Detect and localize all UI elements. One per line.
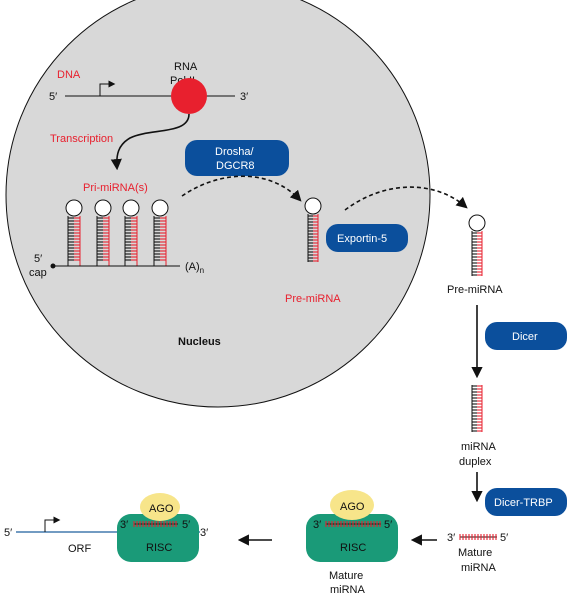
drosha-label-1: Drosha/ — [215, 146, 254, 158]
mrna-5prime: 5′ — [4, 527, 12, 539]
target-guide-3prime: 3′ — [120, 519, 128, 531]
promoter-arrow-icon — [99, 80, 116, 96]
dicer-label: Dicer — [512, 331, 538, 343]
target-ago-label: AGO — [149, 503, 174, 515]
mature-mirna-strand — [459, 534, 497, 540]
cytoplasmic-pre-mirna-hairpin — [468, 214, 486, 276]
mature-5prime: 5′ — [500, 532, 508, 544]
risc-guide-strand — [325, 521, 381, 527]
duplex-label-2: duplex — [459, 456, 492, 468]
risc-ago-label: AGO — [340, 501, 365, 513]
exportin-label: Exportin-5 — [337, 233, 387, 245]
dna-label: DNA — [57, 69, 81, 81]
target-ago-protein — [140, 493, 180, 521]
target-risc-complex — [117, 493, 199, 562]
drosha-processing-arrow — [181, 175, 302, 202]
dicer-trbp-badge: Dicer-TRBP — [485, 488, 567, 516]
risc-mature-label-2: miRNA — [330, 584, 365, 594]
dna-5prime: 5′ — [49, 91, 57, 103]
risc-3prime: 3′ — [313, 519, 321, 531]
polya-tail-label: (A)n — [185, 261, 204, 275]
cytoplasmic-pre-mirna-label: Pre-miRNA — [447, 284, 503, 296]
pri-mirna-hairpin-2 — [94, 199, 112, 266]
nucleus-label: Nucleus — [178, 336, 221, 348]
pri-mirna-hairpin-4 — [151, 199, 169, 266]
mirna-duplex-icon — [471, 385, 483, 432]
mrna-3prime: 3′ — [200, 527, 208, 539]
risc-5prime: 5′ — [384, 519, 392, 531]
nucleus-membrane — [5, 0, 431, 408]
exportin-5-badge: Exportin-5 — [326, 224, 408, 252]
nuclear-pre-mirna-hairpin — [304, 197, 322, 262]
drosha-dgcr8-badge: Drosha/ DGCR8 — [185, 140, 289, 176]
mature-label-1: Mature — [458, 547, 492, 559]
risc-complex — [306, 490, 398, 562]
risc-mature-label-1: Mature — [329, 570, 363, 582]
pri-mirna-hairpin-3 — [122, 199, 140, 266]
drosha-label-2: DGCR8 — [216, 160, 255, 172]
nuclear-export-arrow — [344, 186, 468, 211]
ago-protein — [330, 490, 374, 520]
pri-mirna-5prime: 5′ — [34, 253, 42, 265]
mature-label-2: miRNA — [461, 562, 496, 574]
duplex-label-1: miRNA — [461, 441, 496, 453]
dicer-trbp-label: Dicer-TRBP — [494, 497, 553, 509]
transcription-label: Transcription — [50, 133, 113, 145]
risc-label: RISC — [340, 542, 366, 554]
pri-mirna-hairpins — [65, 199, 169, 266]
nuclear-pre-mirna-label: Pre-miRNA — [285, 293, 341, 305]
target-guide-strand — [133, 521, 178, 527]
pri-mirna-label: Pri-miRNA(s) — [83, 182, 148, 194]
pri-mirna-cap: cap — [29, 267, 47, 279]
mrna-promoter-arrow-icon — [44, 516, 61, 532]
target-risc-label: RISC — [146, 542, 172, 554]
orf-label: ORF — [68, 543, 92, 555]
dicer-badge: Dicer — [485, 322, 567, 350]
mature-3prime: 3′ — [447, 532, 455, 544]
rna-polymerase-icon — [171, 78, 207, 114]
target-guide-5prime: 5′ — [182, 519, 190, 531]
dna-3prime: 3′ — [240, 91, 248, 103]
five-prime-cap-icon — [50, 263, 56, 269]
transcription-arrow — [110, 113, 190, 171]
rna-pol-label-1: RNA — [174, 61, 198, 73]
pri-mirna-hairpin-1 — [65, 199, 83, 266]
